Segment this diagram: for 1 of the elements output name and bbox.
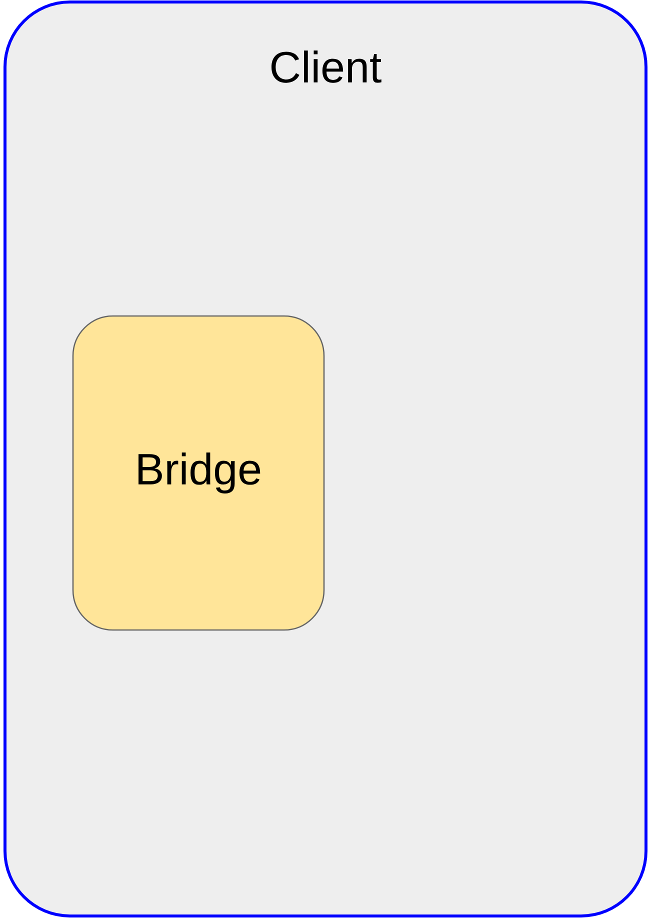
process-box: Bridge <box>72 315 325 631</box>
